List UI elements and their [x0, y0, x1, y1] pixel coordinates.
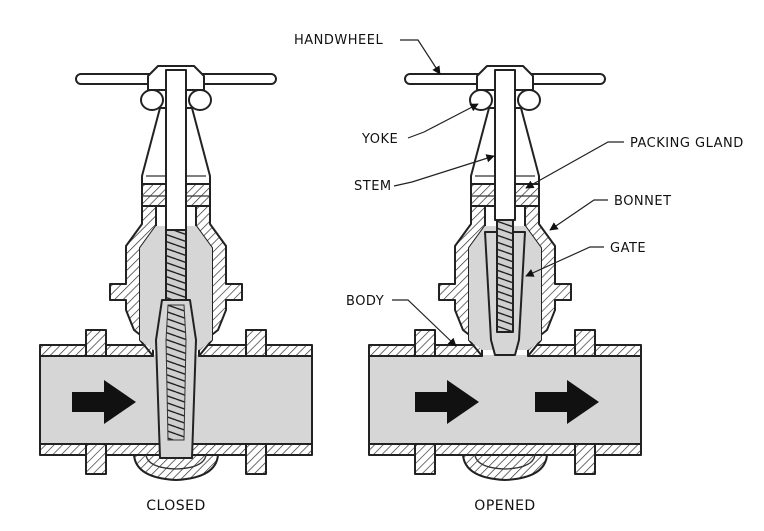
leader-packing-gland: [525, 141, 624, 189]
opened-stem: [494, 69, 516, 221]
label-stem: STEM: [354, 179, 392, 194]
label-gate: GATE: [610, 241, 646, 256]
caption-opened: OPENED: [474, 498, 535, 514]
leader-body: [392, 299, 457, 347]
label-bonnet: BONNET: [614, 194, 672, 209]
closed-flow-arrow-icon: [72, 380, 136, 424]
leader-stem: [393, 154, 495, 187]
leader-bonnet: [549, 199, 608, 231]
label-yoke: YOKE: [361, 132, 398, 147]
caption-closed: CLOSED: [146, 498, 206, 514]
label-body: BODY: [346, 294, 384, 309]
label-handwheel: HANDWHEEL: [294, 33, 383, 48]
leader-gate: [525, 246, 604, 277]
label-packing-gland: PACKING GLAND: [630, 136, 744, 151]
leader-yoke: [407, 103, 479, 139]
leader-handwheel: [400, 39, 441, 75]
opened-valve: [368, 65, 642, 481]
opened-flow-arrow-2-icon: [535, 380, 599, 424]
opened-flow-arrow-1-icon: [415, 380, 479, 424]
closed-stem: [165, 69, 187, 231]
closed-valve: [39, 65, 313, 481]
